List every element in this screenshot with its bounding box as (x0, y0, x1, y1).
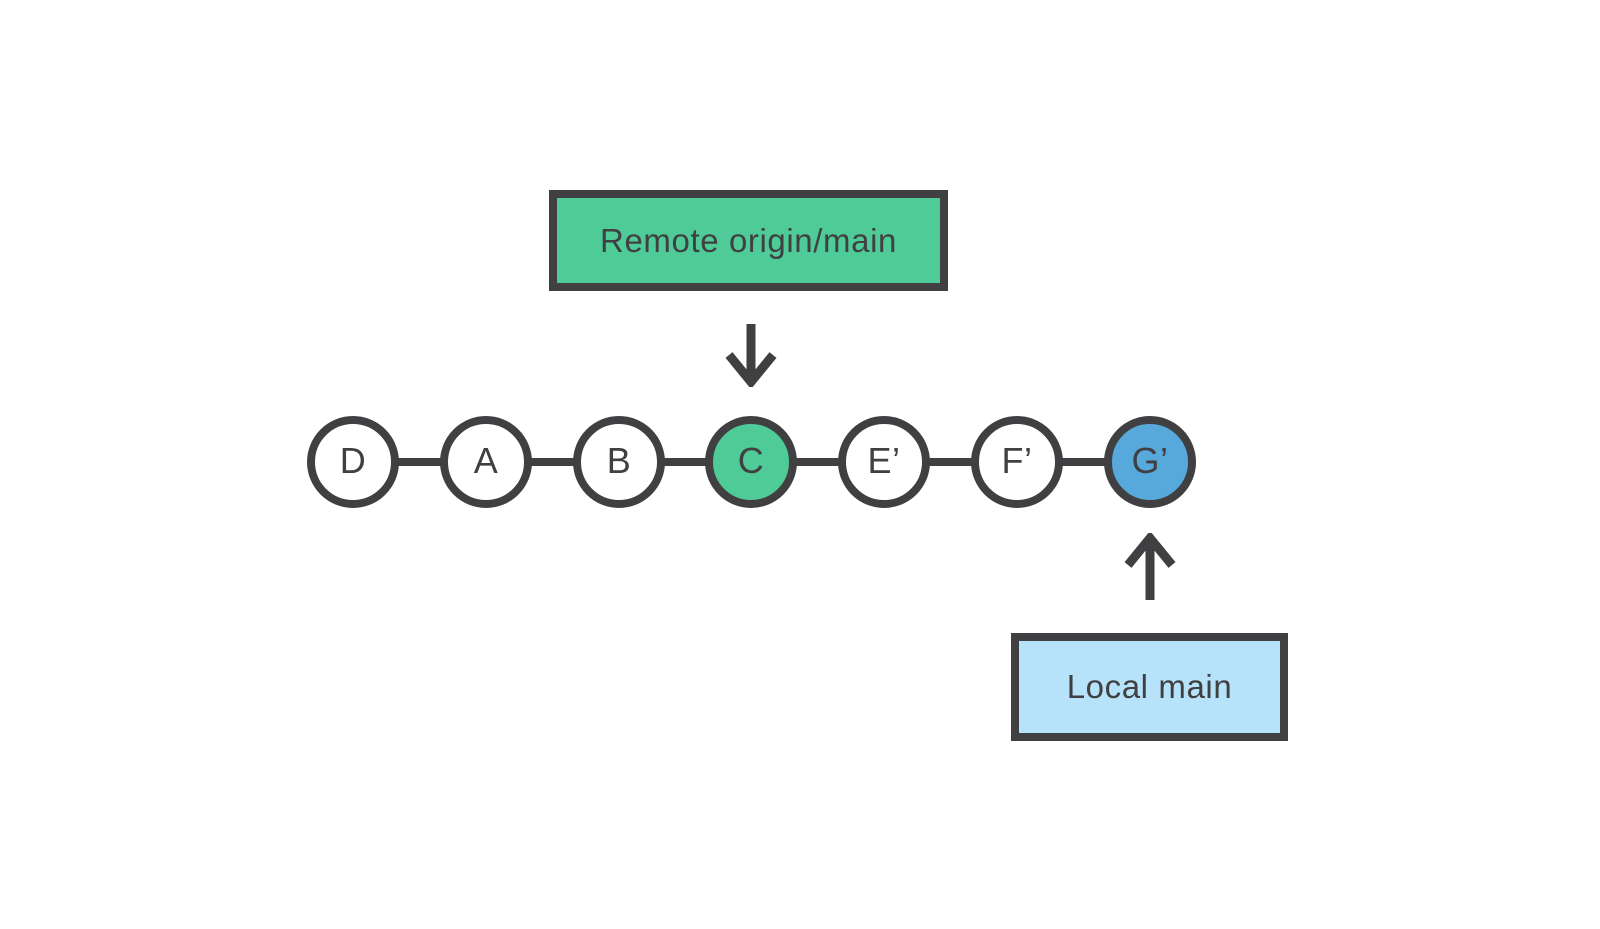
arrow-down-icon (725, 324, 777, 387)
commit-node-C: C (705, 416, 797, 508)
commit-node-F-prime: F’ (971, 416, 1063, 508)
commit-node-D: D (307, 416, 399, 508)
remote-branch-label: Remote origin/main (600, 221, 897, 259)
arrow-up-icon (1124, 533, 1176, 600)
remote-branch-box: Remote origin/main (549, 190, 948, 291)
commit-node-E-prime: E’ (838, 416, 930, 508)
commit-node-A: A (440, 416, 532, 508)
commit-label: F’ (1001, 440, 1033, 481)
commit-label: C (737, 440, 765, 481)
local-branch-box: Local main (1011, 633, 1288, 741)
commit-node-B: B (573, 416, 665, 508)
local-branch-label: Local main (1066, 668, 1233, 705)
commit-label: A (473, 440, 499, 481)
commit-label: B (606, 440, 632, 481)
commit-label: E’ (867, 440, 901, 481)
commit-label: D (339, 440, 367, 481)
commit-node-G-prime: G’ (1104, 416, 1196, 508)
commit-label: G’ (1131, 440, 1169, 481)
